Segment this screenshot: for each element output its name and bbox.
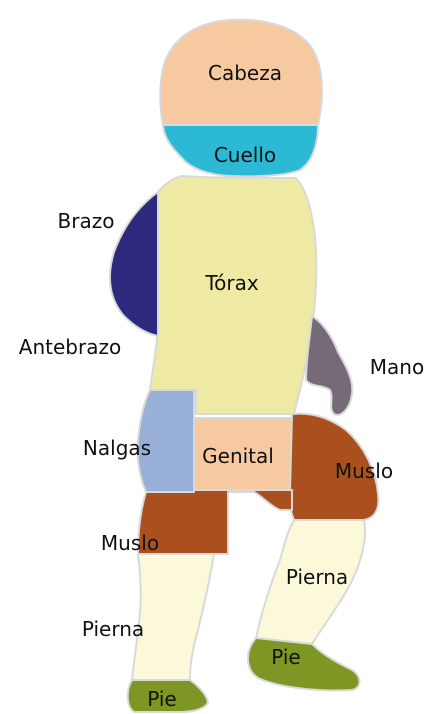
label-cuello: Cuello (214, 143, 276, 167)
label-antebrazo: Antebrazo (19, 335, 121, 359)
label-pie-right: Pie (271, 645, 300, 669)
label-pie-left: Pie (147, 687, 176, 711)
label-muslo-right: Muslo (335, 459, 393, 483)
region-pie-right (248, 638, 360, 691)
label-nalgas: Nalgas (83, 436, 151, 460)
region-muslo-left (138, 490, 292, 554)
label-brazo: Brazo (58, 209, 115, 233)
label-torax: Tórax (204, 271, 259, 295)
region-brazo (110, 192, 158, 336)
label-pierna-right: Pierna (286, 565, 348, 589)
label-pierna-left: Pierna (82, 617, 144, 641)
label-muslo-left: Muslo (101, 531, 159, 555)
region-mano (306, 316, 352, 415)
region-torax (150, 176, 316, 414)
label-mano: Mano (370, 355, 424, 379)
region-pierna-left (132, 554, 214, 680)
label-cabeza: Cabeza (208, 61, 282, 85)
label-genital: Genital (202, 444, 274, 468)
